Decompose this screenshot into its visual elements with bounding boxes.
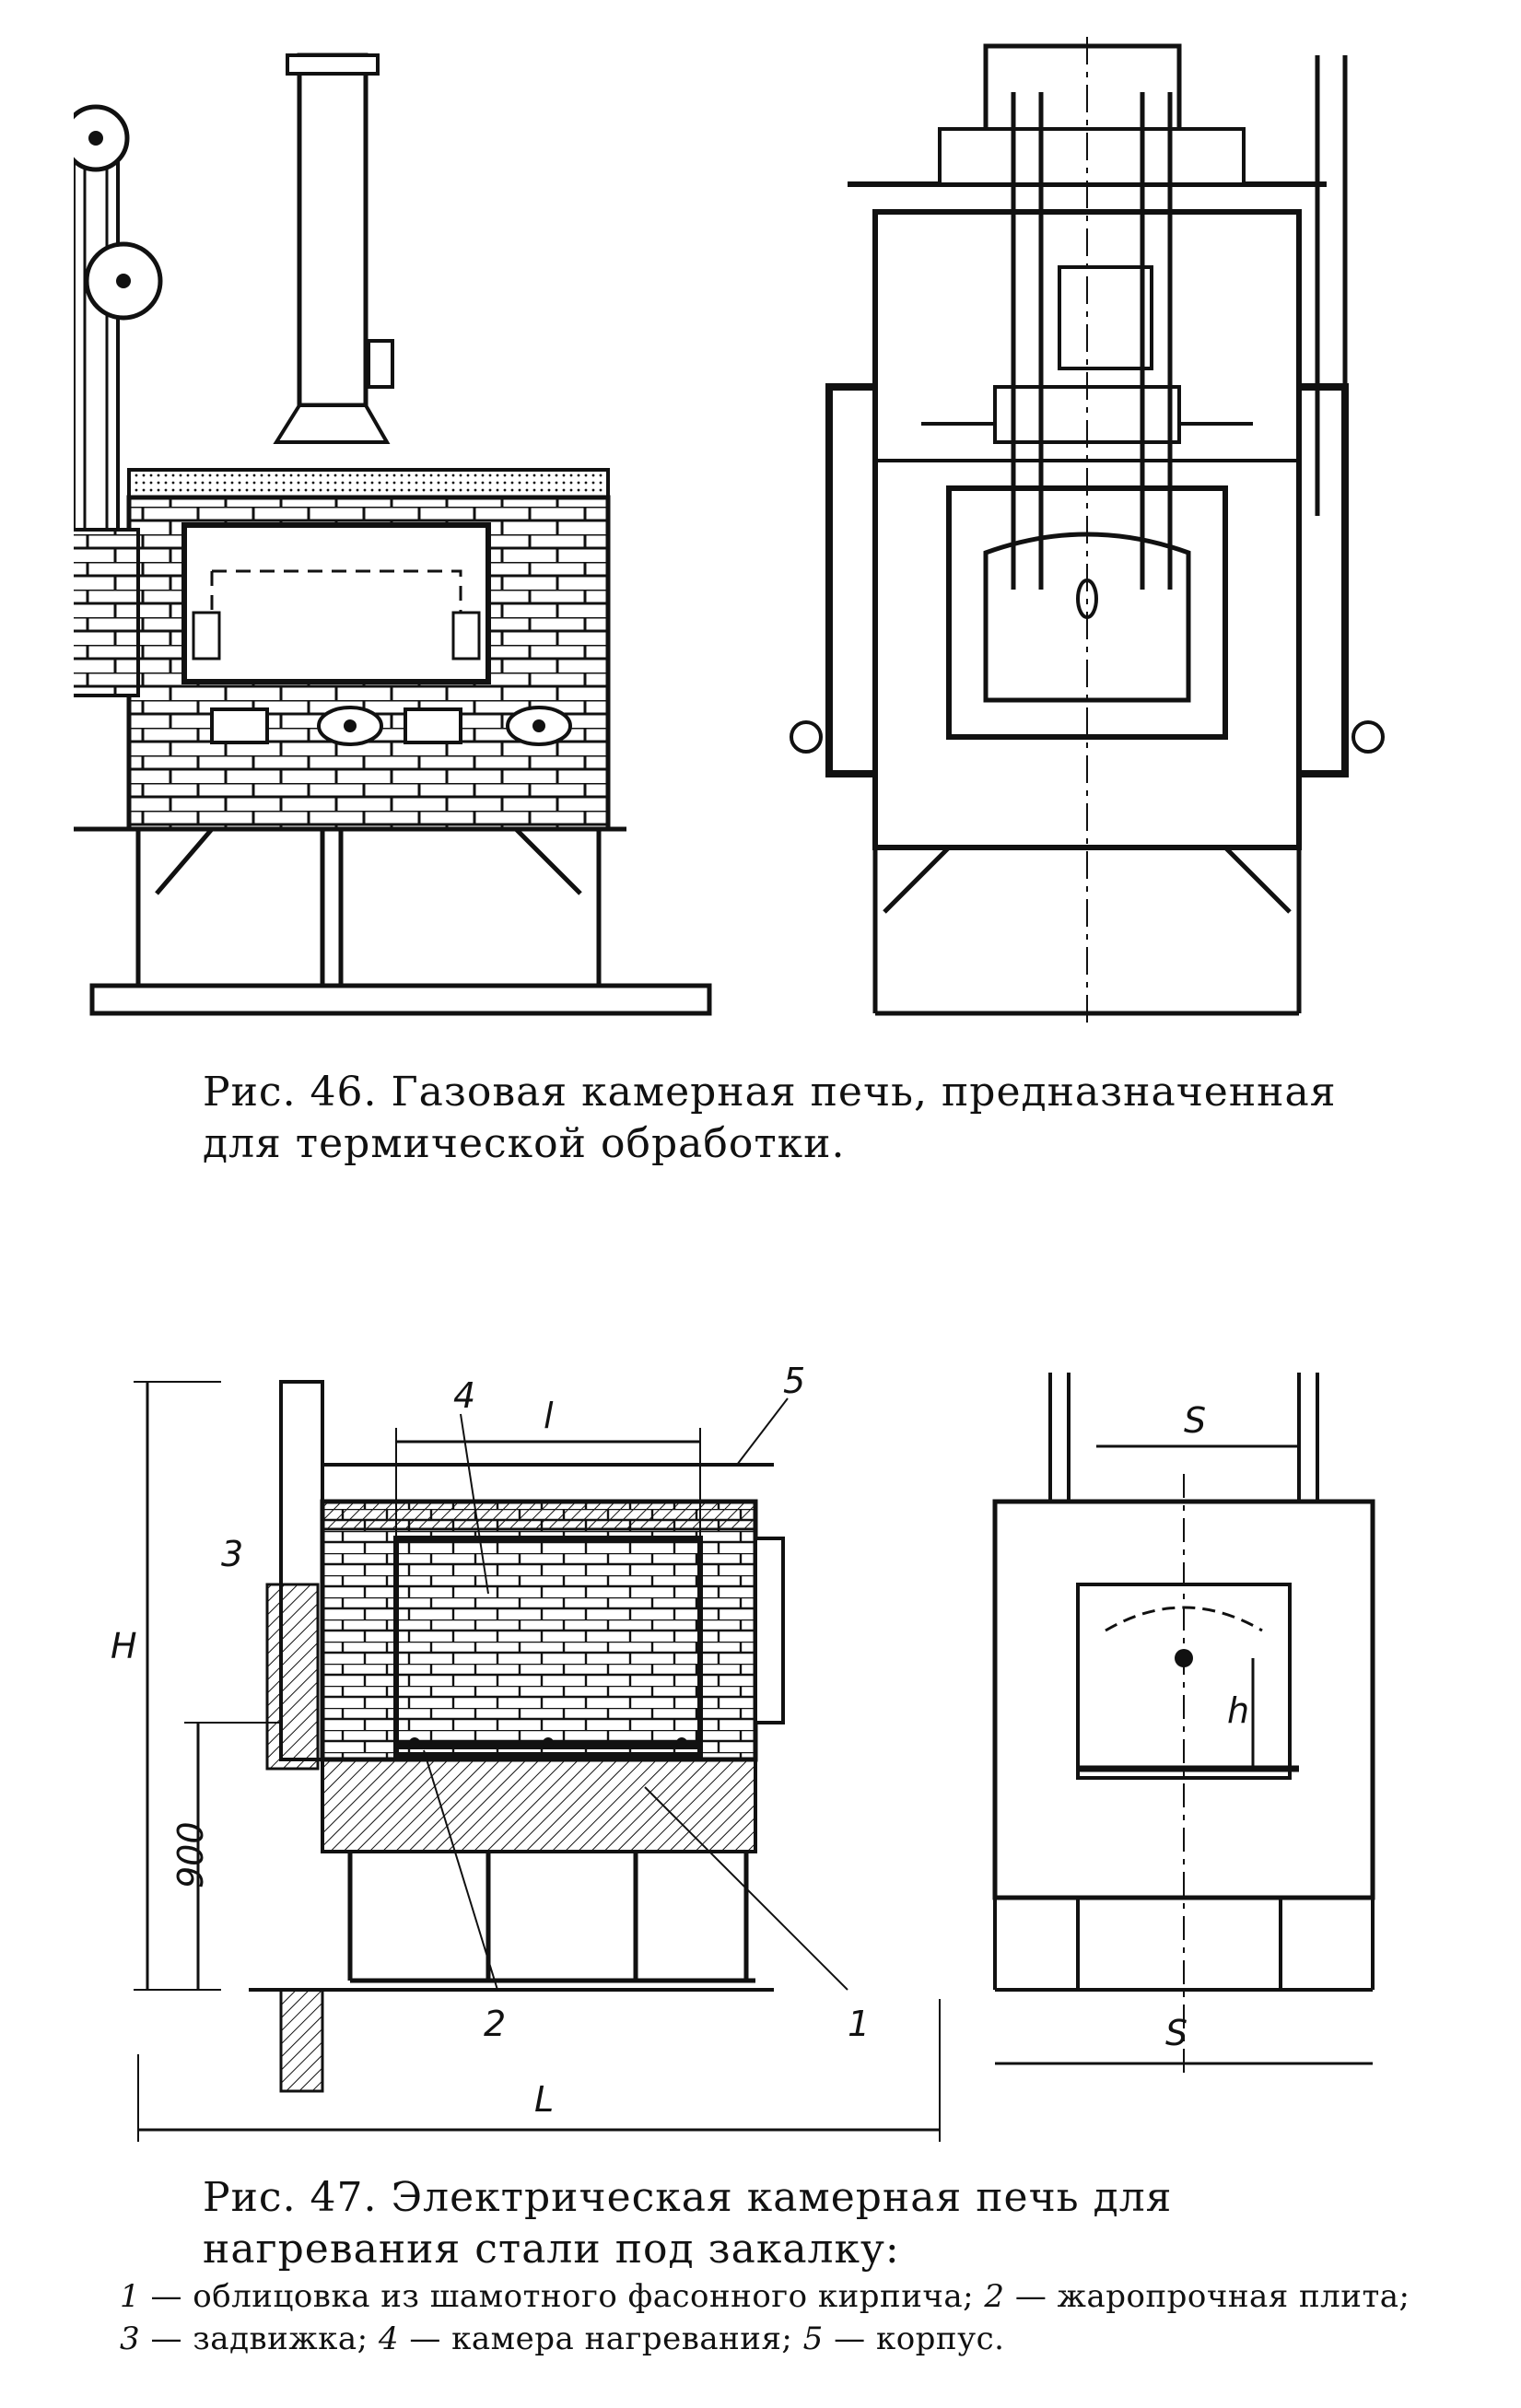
- dim-H-label: H: [111, 1626, 137, 1666]
- dim-l-label: l: [544, 1396, 554, 1436]
- part-5-label: 5: [783, 1361, 805, 1401]
- fig46-side-view: [74, 37, 737, 1041]
- part-2-label: 2: [484, 2004, 506, 2044]
- fig47-section-view: H 900 3 l 4 5 2 1 L: [111, 1354, 958, 2156]
- dim-S-bottom-label: S: [1165, 2013, 1188, 2053]
- furnace-top-layer: [127, 468, 610, 499]
- dim-900-label: 900: [170, 1821, 211, 1888]
- dim-L-label: L: [534, 2079, 554, 2120]
- legend-item-4: 4 — камера нагревания;: [378, 2320, 793, 2357]
- legend-item-5: 5 — корпус.: [802, 2320, 1005, 2357]
- dim-h-label: h: [1227, 1690, 1249, 1731]
- part-3-label: 3: [221, 1534, 243, 1574]
- fig46-front-view: [737, 37, 1437, 1041]
- legend-item-2: 2 — жаропрочная плита;: [984, 2278, 1410, 2315]
- fig47-legend: 1 — облицовка из шамотного фасонного кир…: [120, 2275, 1428, 2360]
- heating-chamber: [181, 522, 491, 684]
- dim-S-top-label: S: [1184, 1400, 1206, 1441]
- furnace-stand: [89, 827, 712, 1016]
- part-4-label: 4: [453, 1375, 475, 1416]
- chimney: [297, 53, 369, 408]
- fig47-caption: Рис. 47. Электрическая камерная печь для…: [203, 2174, 1173, 2273]
- fig46-caption: Рис. 46. Газовая камерная печь, предназн…: [203, 1069, 1337, 1167]
- part-1-label: 1: [848, 2004, 870, 2044]
- heating-chamber-47: [393, 1536, 703, 1758]
- legend-item-1: 1 — облицовка из шамотного фасонного кир…: [120, 2278, 975, 2315]
- fig47-front-view: S h S: [986, 1354, 1428, 2091]
- legend-item-3: 3 — задвижка;: [120, 2320, 369, 2357]
